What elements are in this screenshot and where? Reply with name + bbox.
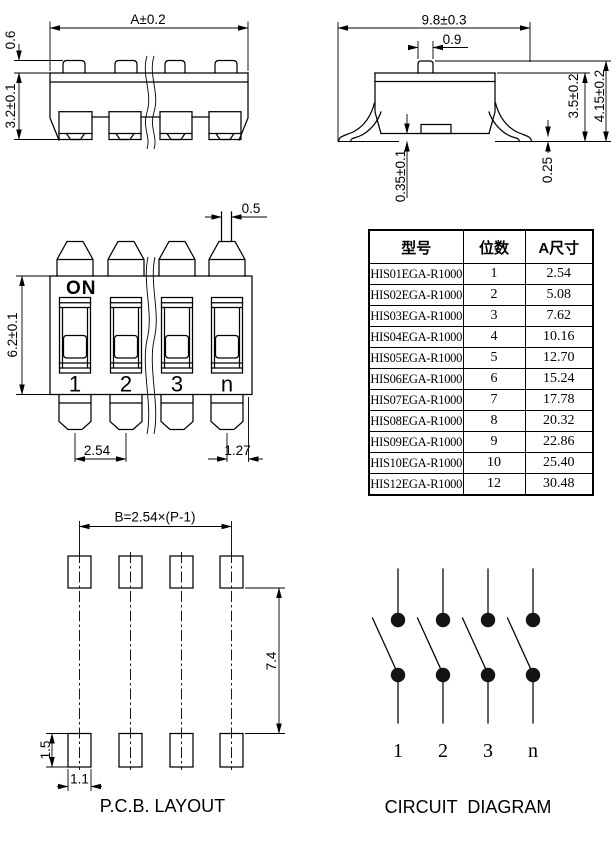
table-cell: 2.54 — [524, 263, 594, 285]
front-view-drawing: ON 0.5 6.2±0.1 1 2 3 n 2.54 1.27 — [5, 201, 267, 462]
table-cell: HIS12EGA-R1000 — [368, 473, 464, 496]
table-cell: 15.24 — [524, 368, 594, 390]
table-header-positions: 位数 — [462, 229, 526, 264]
circuit-position-2: 2 — [438, 740, 448, 762]
table-cell: 10 — [462, 452, 526, 474]
table-cell: 4 — [462, 326, 526, 348]
table-cell: 25.40 — [524, 452, 594, 474]
side-view-dimensions — [337, 22, 611, 198]
table-cell: HIS03EGA-R1000 — [368, 305, 464, 327]
table-cell: 3 — [462, 305, 526, 327]
table-cell: 10.16 — [524, 326, 594, 348]
pcb-pad-height-label: 1.5 — [38, 741, 53, 760]
table-cell: HIS08EGA-R1000 — [368, 410, 464, 432]
side-view-drawing: 9.8±0.3 0.9 3.5±0.2 4.15±0.2 0.35±0.1 0.… — [337, 13, 611, 202]
table-cell: 1 — [462, 263, 526, 285]
pcb-layout-drawing: B=2.54×(P-1) 7.4 1.5 1.1 — [38, 510, 285, 791]
table-cell: 9 — [462, 431, 526, 453]
front-view-position-n: n — [221, 372, 233, 397]
table-header-row: 型号 位数 A尺寸 — [368, 229, 594, 264]
top-view-bump-height-label: 0.6 — [3, 31, 18, 50]
top-view-drawing: A±0.2 0.6 3.2±0.1 — [3, 12, 249, 150]
front-view-pitch-label: 2.54 — [84, 443, 111, 458]
table-cell: 5.08 — [524, 284, 594, 306]
table-cell: HIS06EGA-R1000 — [368, 368, 464, 390]
circuit-position-1: 1 — [393, 740, 403, 762]
front-view-outline — [49, 211, 253, 431]
table-cell: 7 — [462, 389, 526, 411]
front-view-position-3: 3 — [171, 372, 183, 397]
circuit-switches — [371, 568, 541, 724]
pcb-dimensions — [46, 521, 285, 791]
pcb-layout-caption: P.C.B. LAYOUT — [99, 796, 226, 816]
table-cell: 2 — [462, 284, 526, 306]
pcb-pads — [67, 555, 244, 768]
circuit-diagram-caption: CIRCUIT DIAGRAM — [384, 797, 552, 817]
table-cell: 6 — [462, 368, 526, 390]
front-view-break-lines — [144, 256, 157, 435]
table-cell: HIS10EGA-R1000 — [368, 452, 464, 474]
table-cell: 17.78 — [524, 389, 594, 411]
front-view-dimensions — [16, 214, 267, 462]
pcb-pad-width-label: 1.1 — [70, 772, 89, 787]
table-cell: 22.86 — [524, 431, 594, 453]
side-view-width-label: 9.8±0.3 — [422, 13, 467, 28]
table-cell: 7.62 — [524, 305, 594, 327]
table-cell: 5 — [462, 347, 526, 369]
table-cell: HIS09EGA-R1000 — [368, 431, 464, 453]
table-cell: HIS07EGA-R1000 — [368, 389, 464, 411]
side-view-body-height-label: 3.5±0.2 — [566, 74, 581, 119]
side-view-actuator-width-label: 0.9 — [443, 32, 462, 47]
table-cell: HIS04EGA-R1000 — [368, 326, 464, 348]
side-view-standoff-label: 0.35±0.1 — [393, 150, 408, 202]
pcb-span-label: B=2.54×(P-1) — [114, 510, 195, 525]
table-cell: 8 — [462, 410, 526, 432]
top-view-outline — [49, 59, 249, 141]
front-view-height-label: 6.2±0.1 — [5, 313, 20, 358]
pcb-center-lines — [79, 552, 232, 770]
front-view-actuator-tip-label: 0.5 — [242, 201, 261, 216]
top-view-width-label: A±0.2 — [130, 12, 165, 27]
top-view-dimensions — [14, 21, 249, 140]
front-view-on-label: ON — [66, 278, 97, 299]
pcb-row-gap-label: 7.4 — [264, 651, 279, 670]
side-view-outline — [337, 60, 533, 143]
circuit-position-3: 3 — [483, 740, 493, 762]
table-header-model: 型号 — [368, 229, 464, 264]
front-view-position-2: 2 — [120, 372, 132, 397]
table-cell: HIS01EGA-R1000 — [368, 263, 464, 285]
table-header-dimension-a: A尺寸 — [524, 229, 594, 264]
top-view-body-height-label: 3.2±0.1 — [3, 84, 18, 129]
front-view-position-1: 1 — [69, 372, 81, 397]
top-view-break-lines — [144, 55, 157, 150]
table-cell: 30.48 — [524, 473, 594, 496]
front-view-end-pitch-label: 1.27 — [224, 443, 250, 458]
circuit-diagram-drawing: 1 2 3 n — [371, 568, 541, 762]
front-view-sliders — [58, 296, 244, 374]
side-view-lead-thickness-label: 0.25 — [540, 157, 555, 183]
table-cell: 12.70 — [524, 347, 594, 369]
table-cell: HIS02EGA-R1000 — [368, 284, 464, 306]
circuit-position-n: n — [528, 740, 538, 762]
table-cell: HIS05EGA-R1000 — [368, 347, 464, 369]
table-cell: 12 — [462, 473, 526, 496]
side-view-total-height-label: 4.15±0.2 — [592, 70, 607, 122]
table-cell: 20.32 — [524, 410, 594, 432]
